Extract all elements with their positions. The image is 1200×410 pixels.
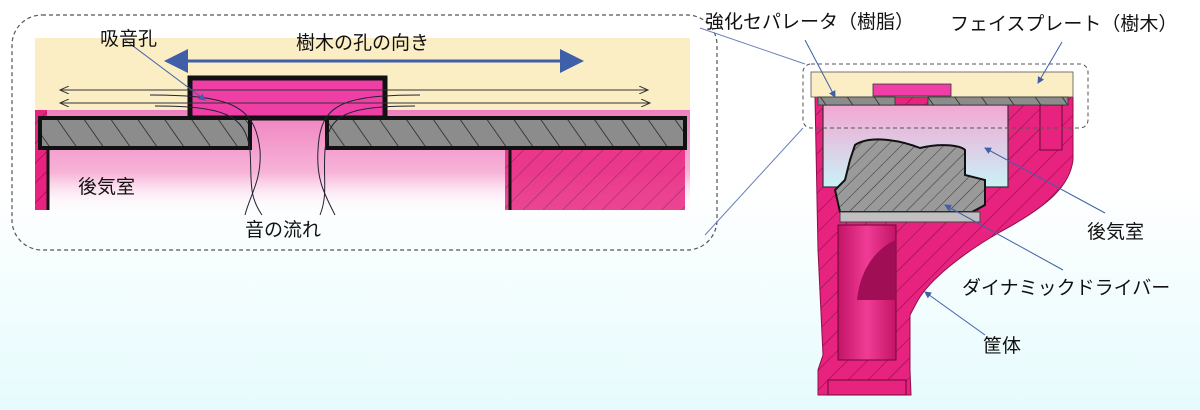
separator-left [38, 116, 252, 150]
sound-flow-label: 音の流れ [245, 219, 321, 241]
nozzle-inner [857, 240, 895, 300]
callout-connector [699, 27, 806, 65]
chamber-label: 後気室 [1087, 221, 1144, 243]
housing-label: 筐体 [983, 335, 1021, 357]
callout-connector [704, 127, 804, 236]
separator [927, 96, 1069, 106]
housing-leader [924, 291, 986, 336]
grain-direction-label: 樹木の孔の向き [296, 32, 429, 54]
driver-leader [944, 204, 1064, 271]
housing-wall-right [505, 148, 685, 210]
detail-chamber-label: 後気室 [78, 176, 135, 198]
chamber-leader [984, 147, 1106, 214]
detail-view: 吸音孔 樹木の孔の向き 後気室 音の流れ [11, 14, 718, 251]
faceplate-hole [872, 83, 952, 97]
faceplate-label: フェイスプレート（樹木） [950, 13, 1177, 35]
hole-label: 吸音孔 [100, 28, 157, 50]
faceplate-leader [1037, 41, 1063, 84]
detail-region-marker [802, 63, 1089, 129]
dynamic-driver [833, 138, 986, 213]
separator [817, 96, 896, 106]
driver-label: ダイナミックドライバー [962, 277, 1170, 299]
separator-right [325, 116, 687, 150]
separator-label: 強化セパレータ（樹脂） [705, 11, 914, 33]
sound-hole [187, 75, 388, 121]
hole-leader-line [124, 39, 206, 101]
sound-flow-lines [149, 94, 421, 216]
section-view: 強化セパレータ（樹脂） フェイスプレート（樹木） 後気室 ダイナミックドライバー… [705, 11, 1177, 396]
detail-callout-frame [11, 14, 718, 251]
driver-base [839, 211, 981, 223]
separator-leader [804, 39, 836, 98]
nozzle-tip [827, 379, 907, 396]
